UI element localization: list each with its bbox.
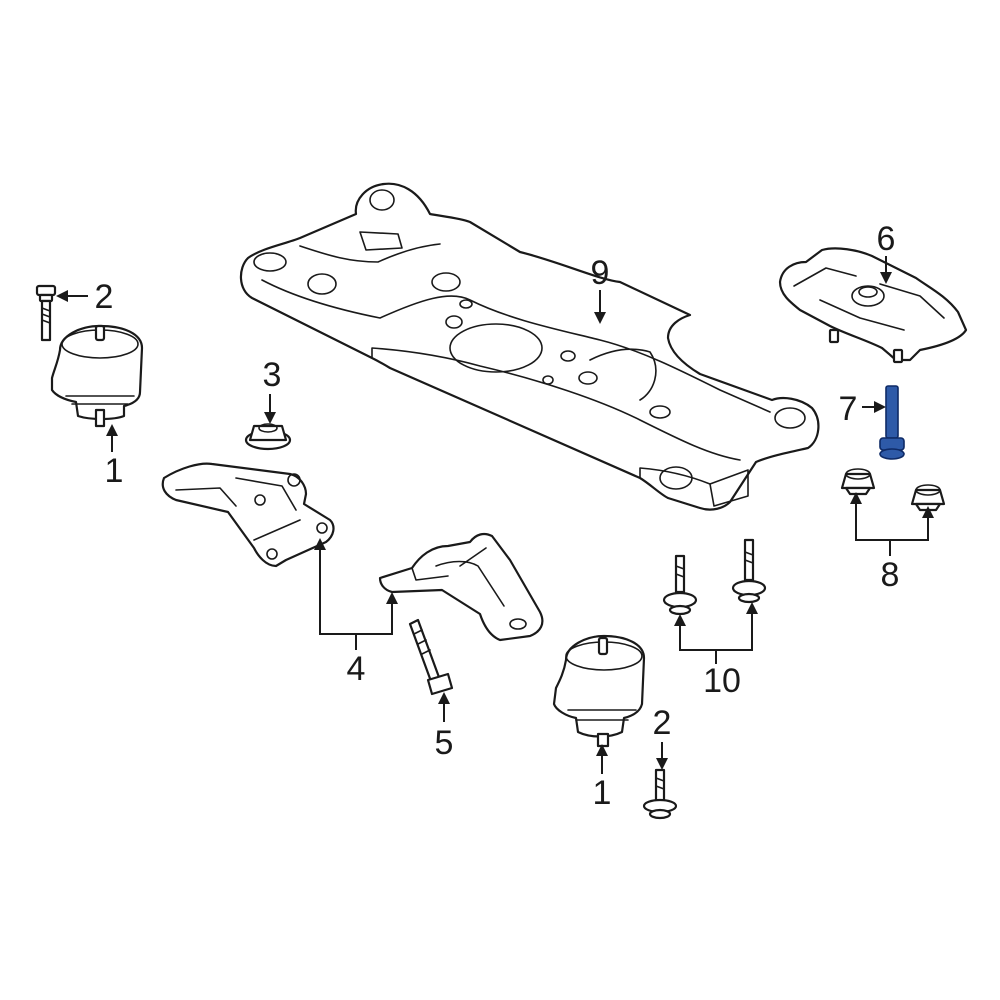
crossmember-part-9[interactable] [239,182,820,511]
nut-part-3[interactable] [244,423,292,451]
bracket-part-4-left[interactable] [161,462,335,568]
callout-3: 3 [263,356,282,394]
callout-9: 9 [591,254,610,292]
callout-7: 7 [839,390,858,428]
callout-2-center: 2 [653,704,672,742]
bolt-part-2-left[interactable] [35,284,57,342]
leader-lines [56,256,934,774]
stud-part-10-left[interactable] [662,554,698,616]
callout-1-center: 1 [593,774,612,812]
callout-8: 8 [881,556,900,594]
callout-4: 4 [347,650,366,688]
bolt-part-5[interactable] [408,618,454,696]
engine-mount-part-1-center[interactable] [552,634,646,748]
callout-10: 10 [703,662,741,700]
bracket-part-4-center[interactable] [378,532,544,642]
callout-5: 5 [435,724,454,762]
nut-part-8-right[interactable] [910,484,946,512]
transmission-mount-part-6[interactable] [778,247,968,364]
callout-1-left: 1 [105,452,124,490]
nut-part-8-left[interactable] [840,468,876,496]
callout-2-left: 2 [95,278,114,316]
engine-mount-part-1-left[interactable] [50,324,144,428]
callout-6: 6 [877,220,896,258]
bolt-part-2-center[interactable] [642,768,678,820]
bolt-part-7[interactable] [879,385,905,460]
callout-labels: 9 6 7 8 2 1 3 4 5 1 2 10 [95,220,900,812]
stud-part-10-right[interactable] [731,538,767,604]
